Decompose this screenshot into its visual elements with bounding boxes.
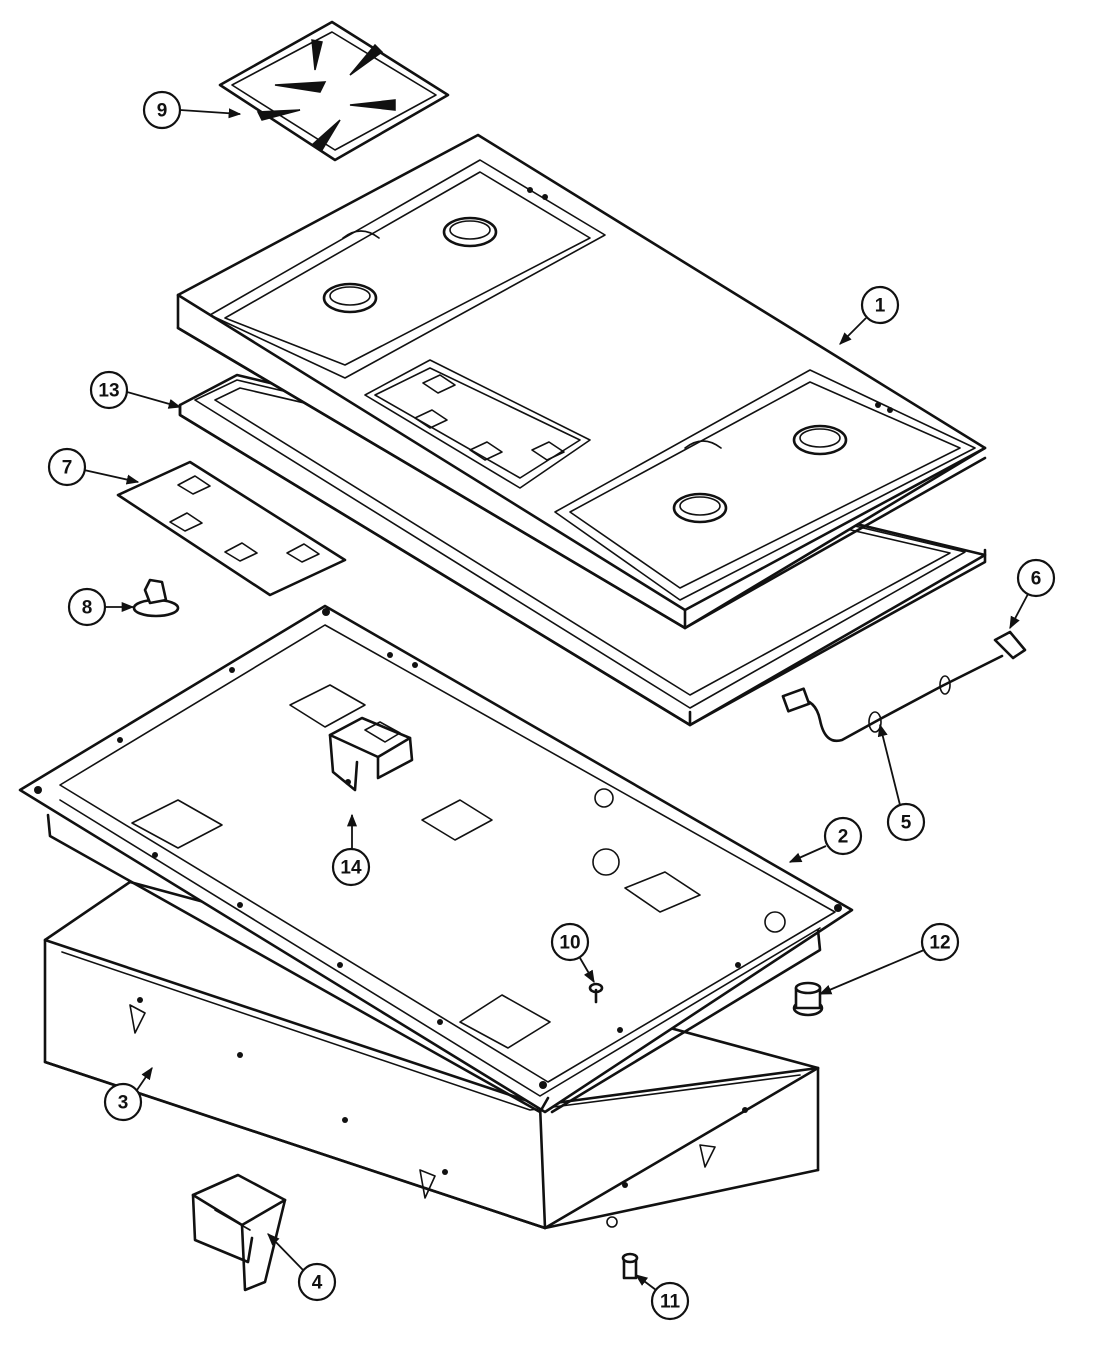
svg-text:3: 3 <box>118 1093 129 1114</box>
svg-text:11: 11 <box>660 1292 681 1313</box>
callout-8: 8 <box>67 587 135 627</box>
svg-text:2: 2 <box>838 827 849 848</box>
svg-text:4: 4 <box>312 1273 323 1294</box>
svg-text:10: 10 <box>559 933 580 954</box>
callouts: 1 2 3 4 5 6 7 <box>47 90 1056 1321</box>
callout-12: 12 <box>818 922 960 995</box>
part-8-control-knob <box>132 578 180 618</box>
callout-9: 9 <box>142 90 242 130</box>
svg-text:13: 13 <box>98 381 119 402</box>
callout-5: 5 <box>877 723 926 842</box>
callout-13: 13 <box>89 370 182 410</box>
svg-text:8: 8 <box>82 598 93 619</box>
svg-text:12: 12 <box>929 933 950 954</box>
svg-text:14: 14 <box>340 858 362 879</box>
callout-10: 10 <box>550 922 595 984</box>
callout-11: 11 <box>634 1274 690 1321</box>
svg-text:1: 1 <box>875 296 886 317</box>
svg-text:9: 9 <box>157 101 168 122</box>
callout-3: 3 <box>103 1066 153 1122</box>
callout-7: 7 <box>47 447 140 487</box>
callout-4: 4 <box>267 1233 337 1302</box>
part-4-mounting-bracket <box>191 1173 287 1292</box>
svg-text:6: 6 <box>1031 569 1042 590</box>
part-2-cooktop-pan <box>18 604 854 1114</box>
part-7-control-panel-insert <box>116 460 347 597</box>
callout-1: 1 <box>839 285 900 345</box>
part-6-5-power-cord <box>781 630 1027 743</box>
part-9-burner-grate <box>218 20 450 162</box>
callout-6: 6 <box>1009 558 1056 630</box>
part-14-bracket <box>328 716 414 792</box>
part-10-screw <box>588 982 604 1004</box>
callout-14: 14 <box>331 813 371 887</box>
svg-text:7: 7 <box>62 458 73 479</box>
part-12-leveling-leg <box>792 981 824 1017</box>
callout-2: 2 <box>788 816 863 863</box>
part-11-leveling-foot <box>621 1252 639 1280</box>
svg-text:5: 5 <box>901 813 912 834</box>
part-1-cooktop <box>176 133 987 630</box>
